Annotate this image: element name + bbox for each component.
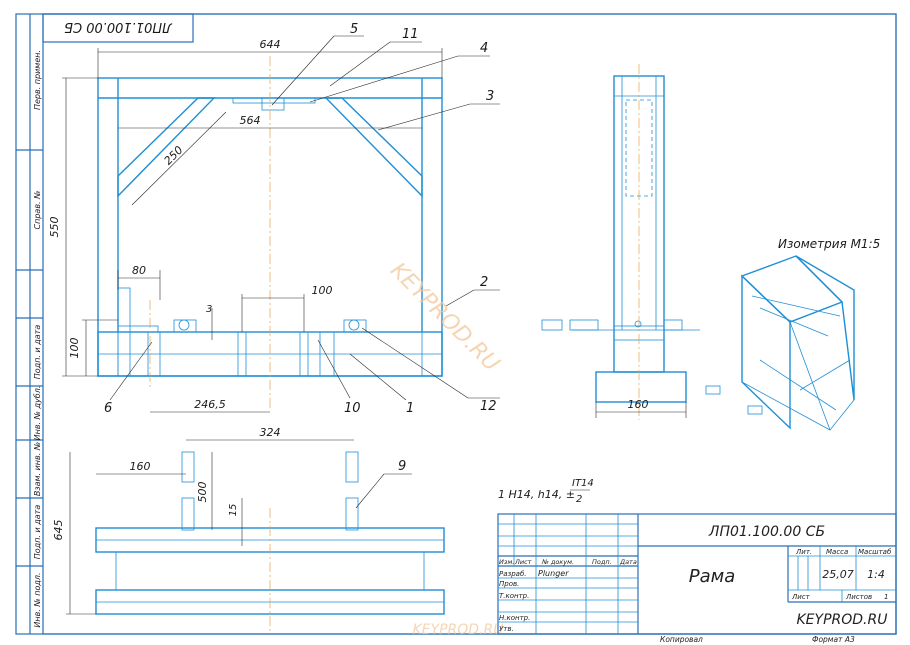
dim-500: 500 — [196, 482, 209, 503]
tb-lit-label: Лит. — [795, 548, 812, 556]
tb-prov-label: Пров. — [499, 580, 519, 588]
strip-label-0: Перв. примен. — [33, 50, 42, 110]
isometric-view: Изометрия М1:5 — [705, 237, 880, 431]
callout-4: 4 — [480, 41, 488, 56]
tb-listov-value: 1 — [884, 593, 888, 601]
title-block: ЛП01.100.00 СБ Рама Изм. Лист № докум. П… — [497, 513, 897, 635]
tb-massa-label: Масса — [826, 548, 848, 556]
dim-100v: 100 — [68, 338, 81, 359]
left-strip: Перв. примен. Справ. № Подп. и дата Инв.… — [16, 14, 43, 634]
top-view: 324 160 500 15 645 9 — [52, 426, 445, 632]
front-dimensions: 644 564 550 250 80 100 100 3 246,5 — [48, 38, 443, 413]
strip-label-6: Инв. № подл. — [33, 572, 42, 627]
tb-col-doc: № докум. — [541, 558, 574, 566]
strip-label-3: Инв. № дубл. — [33, 386, 42, 441]
tb-format: Формат А3 — [812, 635, 855, 644]
strip-label-5: Подп. и дата — [33, 505, 42, 560]
tb-col-podp: Подп. — [592, 558, 612, 566]
tb-utv-label: Утв. — [499, 625, 514, 633]
tb-name: Рама — [689, 566, 736, 587]
strip-label-4: Взам. инв. № — [33, 442, 42, 496]
callout-5: 5 — [350, 22, 358, 37]
callout-2: 2 — [480, 275, 488, 290]
front-callouts: 5 11 4 3 2 1 12 10 6 — [104, 22, 500, 416]
tb-code: ЛП01.100.00 СБ — [708, 524, 825, 540]
dim-564: 564 — [240, 114, 261, 127]
callout-6: 6 — [104, 401, 112, 416]
tb-kopiroval: Копировал — [660, 635, 703, 644]
tolerance-numerator: IT14 — [572, 478, 594, 489]
top-code-box — [42, 13, 194, 43]
inner-frame — [42, 13, 897, 635]
callout-9: 9 — [398, 459, 406, 474]
tb-listov-label: Листов — [845, 593, 872, 601]
tb-nkontr-label: Н.контр. — [499, 614, 530, 622]
dim-550: 550 — [48, 217, 61, 238]
front-view — [97, 56, 443, 410]
callout-10: 10 — [344, 401, 361, 416]
top-doc-code: ЛП01.100.00 СБ — [64, 19, 173, 34]
watermark-bottom: KEYPROD.RU — [413, 622, 504, 638]
tb-list-label: Лист — [791, 593, 811, 601]
dim-246: 246,5 — [194, 398, 226, 411]
strip-label-2: Подп. и дата — [33, 325, 42, 380]
tb-razrab-label: Разраб. — [499, 570, 527, 578]
dim-645: 645 — [52, 520, 65, 541]
strip-label-1: Справ. № — [33, 191, 42, 230]
tb-masshtab-label: Масштаб — [858, 548, 892, 556]
tb-massa-value: 25,07 — [822, 568, 854, 581]
tb-tkontr-label: Т.контр. — [499, 592, 529, 600]
callout-12: 12 — [480, 399, 497, 414]
tolerance-denominator: 2 — [576, 494, 582, 505]
dim-644: 644 — [260, 38, 281, 51]
callout-1: 1 — [406, 401, 414, 416]
callout-3: 3 — [486, 89, 494, 104]
dim-160-top: 160 — [130, 460, 151, 473]
dim-3: 3 — [206, 304, 212, 315]
side-view: 160 — [541, 64, 700, 420]
dim-160-side: 160 — [628, 398, 649, 411]
dim-324: 324 — [260, 426, 281, 439]
iso-label: Изометрия М1:5 — [778, 237, 880, 251]
tb-razrab-name: Plunger — [538, 569, 569, 578]
tb-masshtab-value: 1:4 — [867, 568, 885, 581]
tb-col-data: Дата — [619, 558, 637, 566]
tb-col-list: Лист — [514, 558, 532, 566]
dim-80: 80 — [132, 264, 146, 277]
tolerance-note: 1 Н14, h14, ± — [498, 488, 575, 501]
callout-11: 11 — [402, 27, 419, 42]
tb-col-izm: Изм. — [499, 558, 514, 566]
dim-100h: 100 — [312, 284, 333, 297]
tb-company: KEYPROD.RU — [797, 612, 888, 628]
dim-15: 15 — [228, 504, 239, 517]
